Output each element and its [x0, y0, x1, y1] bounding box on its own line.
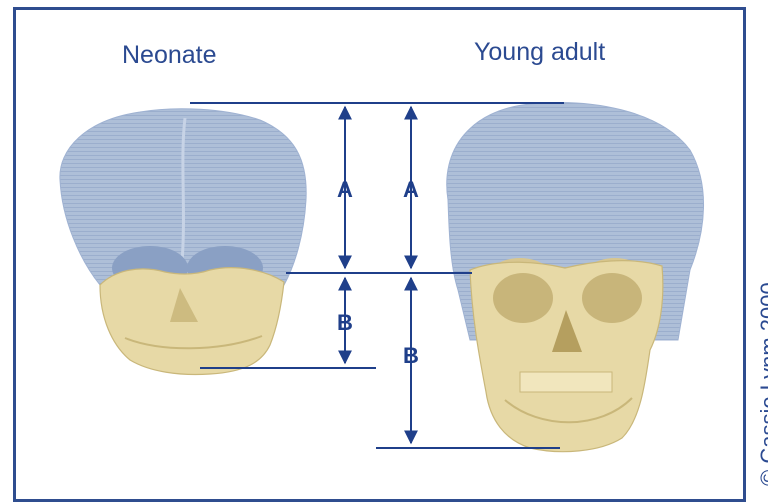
neonate-measure-a-label: A	[337, 179, 353, 201]
copyright-notice: © Cassio Lynm 2000.	[756, 276, 768, 486]
adult-skull	[447, 103, 704, 452]
young-adult-title: Young adult	[474, 38, 605, 67]
neonate-suture	[182, 118, 185, 262]
adult-teeth	[520, 372, 612, 392]
neonate-title: Neonate	[122, 41, 217, 70]
adult-right-eye-socket	[582, 273, 642, 323]
adult-measure-a-label: A	[403, 179, 419, 201]
adult-left-eye-socket	[493, 273, 553, 323]
skull-comparison-diagram	[0, 0, 768, 486]
neonate-measure-b-label: B	[337, 312, 353, 334]
adult-measure-b-label: B	[403, 345, 419, 367]
neonate-skull	[60, 109, 306, 375]
